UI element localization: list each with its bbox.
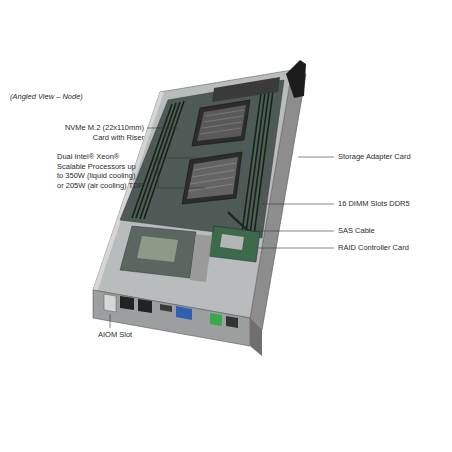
callout-label: SAS Cable bbox=[338, 226, 375, 236]
label-line: NVMe M.2 (22x110mm) bbox=[65, 123, 144, 133]
label-line: or 205W (air cooling) TDP bbox=[57, 181, 144, 191]
label-line: Scalable Processors up bbox=[57, 162, 144, 172]
label-line: Card with Riser bbox=[65, 133, 144, 143]
callout-label: AIOM Slot bbox=[98, 330, 132, 340]
callout-label: 16 DIMM Slots DDR5 bbox=[338, 199, 410, 209]
label-line: to 350W (liquid cooling) bbox=[57, 171, 144, 181]
callout-label: NVMe M.2 (22x110mm) Card with Riser bbox=[65, 123, 144, 142]
view-caption: (Angled View – Node) bbox=[10, 92, 83, 102]
callout-label: RAID Controller Card bbox=[338, 243, 409, 253]
callout-label: Storage Adapter Card bbox=[338, 152, 411, 162]
label-line: Dual Intel® Xeon® bbox=[57, 152, 144, 162]
callout-label: Dual Intel® Xeon® Scalable Processors up… bbox=[57, 152, 144, 190]
